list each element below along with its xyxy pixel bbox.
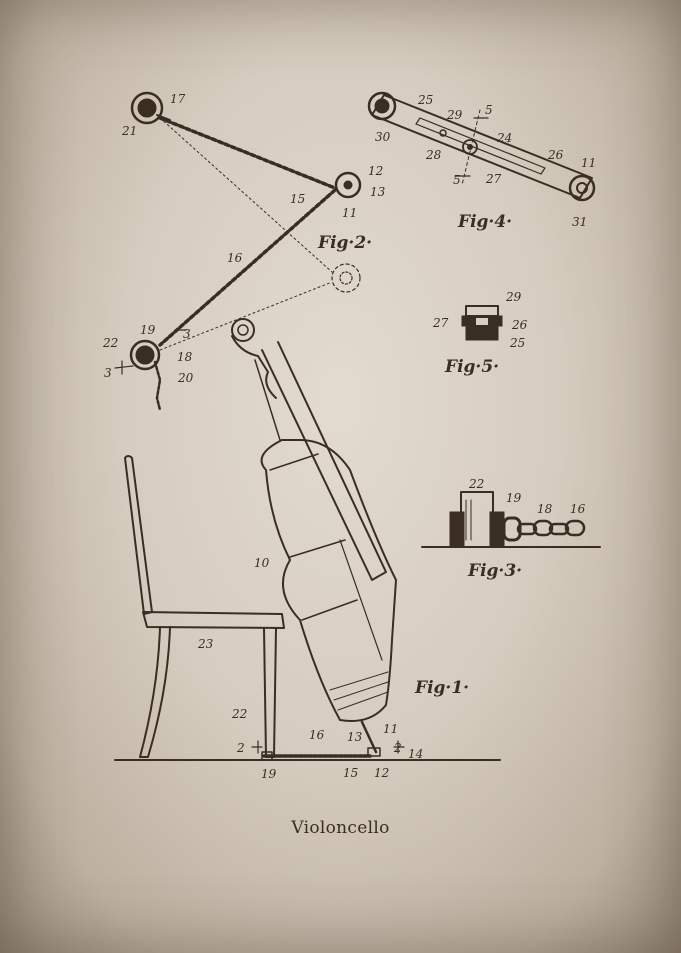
chair-seat bbox=[142, 611, 285, 629]
chair-front-leg bbox=[139, 626, 171, 758]
label-13: 13 bbox=[370, 185, 386, 199]
ghost-pulley bbox=[331, 263, 361, 293]
cello-pegbox bbox=[231, 335, 277, 399]
chain-tail bbox=[153, 360, 162, 412]
fig2-title: Fig·2· bbox=[317, 233, 372, 253]
fig4-title: Fig·4· bbox=[457, 212, 512, 232]
block-29 bbox=[465, 305, 499, 317]
chair-back bbox=[124, 455, 153, 615]
label-3b: 3 bbox=[183, 327, 191, 341]
label-13: 13 bbox=[347, 730, 363, 744]
label-16: 16 bbox=[227, 251, 243, 265]
label-5a: 5 bbox=[485, 103, 493, 117]
pulley-21-hub bbox=[137, 98, 157, 118]
fig1-title: Fig·1· bbox=[414, 678, 469, 698]
figure-5: 29 27 26 25 Fig·5· bbox=[432, 290, 528, 377]
arm-end-31 bbox=[568, 174, 596, 202]
label-12: 12 bbox=[374, 766, 389, 780]
label-27: 27 bbox=[485, 172, 502, 186]
figure-3: 22 19 18 16 Fig·3· bbox=[421, 477, 601, 581]
chair-back-leg bbox=[263, 627, 277, 758]
label-30: 30 bbox=[375, 130, 391, 144]
dotted-line-a bbox=[159, 117, 333, 273]
cello-neck bbox=[261, 341, 387, 581]
label-3a: 3 bbox=[104, 366, 112, 380]
fig5-title: Fig·5· bbox=[444, 357, 499, 377]
label-24: 24 bbox=[496, 131, 512, 145]
link-18 bbox=[502, 516, 522, 542]
label-10: 10 bbox=[254, 556, 270, 570]
label-26: 26 bbox=[547, 148, 564, 162]
cello-endpin bbox=[360, 720, 378, 754]
label-29: 29 bbox=[505, 290, 522, 304]
label-15: 15 bbox=[343, 766, 358, 780]
dotted-line-b bbox=[159, 281, 333, 351]
label-12: 12 bbox=[368, 164, 383, 178]
label-16: 16 bbox=[570, 502, 586, 516]
label-18: 18 bbox=[537, 502, 553, 516]
label-11: 11 bbox=[342, 206, 357, 220]
pulley-11 bbox=[334, 171, 362, 199]
figure-2: 21 17 12 13 15 11 16 22 19 3 3 18 20 Fig… bbox=[102, 91, 386, 412]
label-25: 25 bbox=[509, 336, 525, 350]
label-27: 27 bbox=[432, 316, 449, 330]
caption: Violoncello bbox=[291, 818, 390, 838]
fig3-title: Fig·3· bbox=[467, 561, 522, 581]
label-17: 17 bbox=[170, 92, 186, 106]
pulley-22 bbox=[129, 339, 161, 371]
arm-bar bbox=[371, 94, 593, 199]
cello-scroll bbox=[231, 318, 255, 342]
pulley-11-hub bbox=[343, 180, 353, 190]
cello-body bbox=[260, 439, 397, 722]
label-19: 19 bbox=[261, 767, 277, 781]
label-23: 23 bbox=[197, 637, 214, 651]
label-31: 31 bbox=[572, 215, 587, 229]
label-5b: 5 bbox=[453, 173, 461, 187]
pulley-21 bbox=[130, 91, 164, 125]
label-19: 19 bbox=[506, 491, 522, 505]
label-20: 20 bbox=[177, 371, 194, 385]
figure-4: 25 29 5 24 30 28 26 11 5 27 31 Fig·4· bbox=[367, 91, 596, 232]
figure-1: 10 23 22 13 11 16 2 2 14 19 15 12 Fig·1· bbox=[114, 318, 501, 781]
label-26: 26 bbox=[511, 318, 528, 332]
chair-23 bbox=[124, 455, 285, 758]
clamp-right bbox=[489, 511, 505, 548]
arm-slot bbox=[415, 117, 546, 175]
arm-end-30 bbox=[367, 91, 397, 121]
label-19: 19 bbox=[140, 323, 156, 337]
block-25 bbox=[465, 325, 499, 341]
label-29: 29 bbox=[446, 108, 463, 122]
label-28: 28 bbox=[425, 148, 442, 162]
label-16: 16 bbox=[309, 728, 325, 742]
arm-screw-29 bbox=[462, 139, 478, 155]
label-22: 22 bbox=[231, 707, 247, 721]
pulley-22-hub bbox=[135, 345, 155, 365]
label-15: 15 bbox=[290, 192, 305, 206]
label-22: 22 bbox=[102, 336, 118, 350]
label-11: 11 bbox=[581, 156, 596, 170]
clamp-left bbox=[449, 511, 465, 548]
label-2b: 2 bbox=[393, 741, 402, 755]
label-11: 11 bbox=[383, 722, 398, 736]
cello-10 bbox=[231, 318, 397, 757]
label-21: 21 bbox=[121, 124, 137, 138]
label-25: 25 bbox=[417, 93, 433, 107]
label-18: 18 bbox=[177, 350, 193, 364]
label-22: 22 bbox=[468, 477, 484, 491]
label-14: 14 bbox=[408, 747, 423, 761]
label-2a: 2 bbox=[236, 741, 245, 755]
